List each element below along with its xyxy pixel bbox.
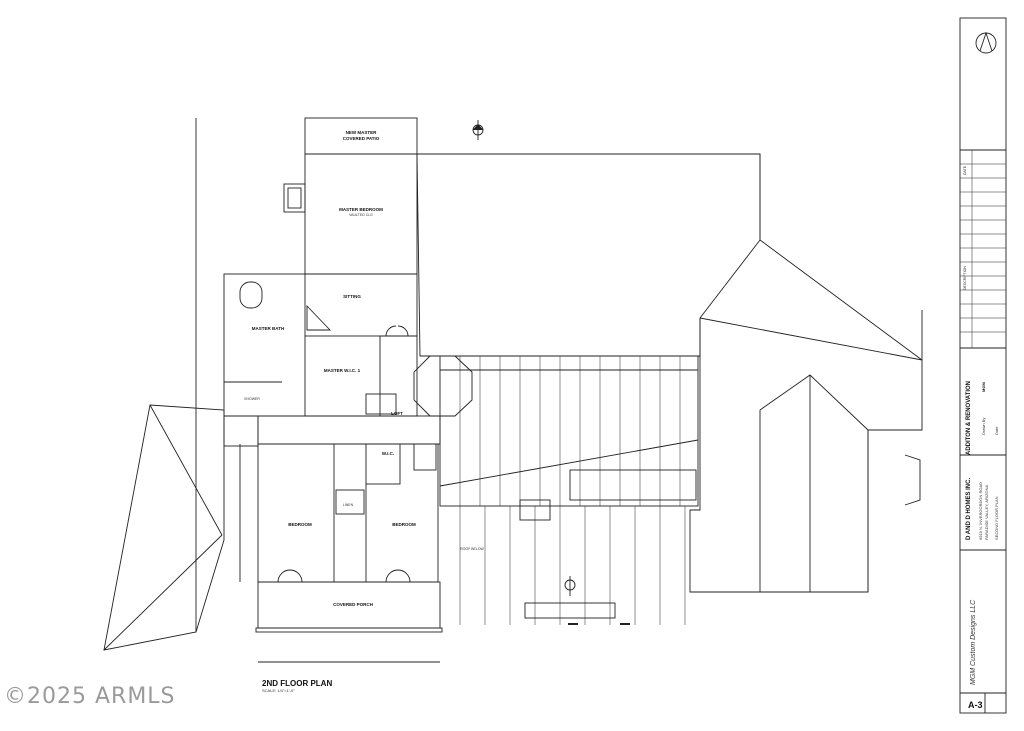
section-marker-icon [564,576,576,596]
title-block-north-icon [975,31,997,54]
plan-title: 2ND FLOOR PLAN [262,679,333,688]
tb-company: ADDITON & RENOVATION [966,381,972,455]
master-bath-label: MASTER BATH [252,326,284,331]
tb-designer: MGM Custom Designs LLC [970,599,977,685]
bedroom-left-label: BEDROOM [288,522,312,527]
sheet-number: A-3 [968,700,983,710]
tb-description-label: DESCRIPTION [963,266,967,290]
tb-address-2: PARADISE VALLEY, ARIZONA [984,485,989,540]
tb-sheet-name: SECOND FLOOR PLAN [994,496,999,540]
master-bedroom-note: VAULTED CLG [349,213,373,217]
master-bedroom-label: MASTER BEDROOM [339,207,383,212]
tb-date-col-label: DATE [963,165,967,175]
covered-porch-label: COVERED PORCH [333,602,373,607]
patio-label-2: COVERED PATIO [343,136,380,141]
bedroom-right-label: BEDROOM [392,522,416,527]
watermark: ©2025 ARMLS [4,684,176,709]
sitting-label: SITTING [343,294,361,299]
tb-date-label: Date [994,426,999,435]
roof-below-label: ROOF BELOW [460,547,484,551]
wic-label: W.I.C. [382,451,394,456]
master-wic-label: MASTER W.I.C. 1 [324,368,361,373]
patio-label-1: NEW MASTER [346,130,377,135]
north-arrow-icon [472,120,484,140]
loft-label: LOFT [391,411,403,416]
tb-client: D AND D HOMES INC. [966,478,972,540]
tb-drawn-by: MGM [981,382,986,392]
linen-label: LINEN [343,503,354,507]
tb-address-1: 6919 N. INVERGORDON ROAD [978,482,983,540]
plan-scale: SCALE: 1/4"=1'-0" [262,688,295,693]
tb-drawn-by-label: Drawn By [981,418,986,435]
shower-label: SHOWER [244,397,260,401]
